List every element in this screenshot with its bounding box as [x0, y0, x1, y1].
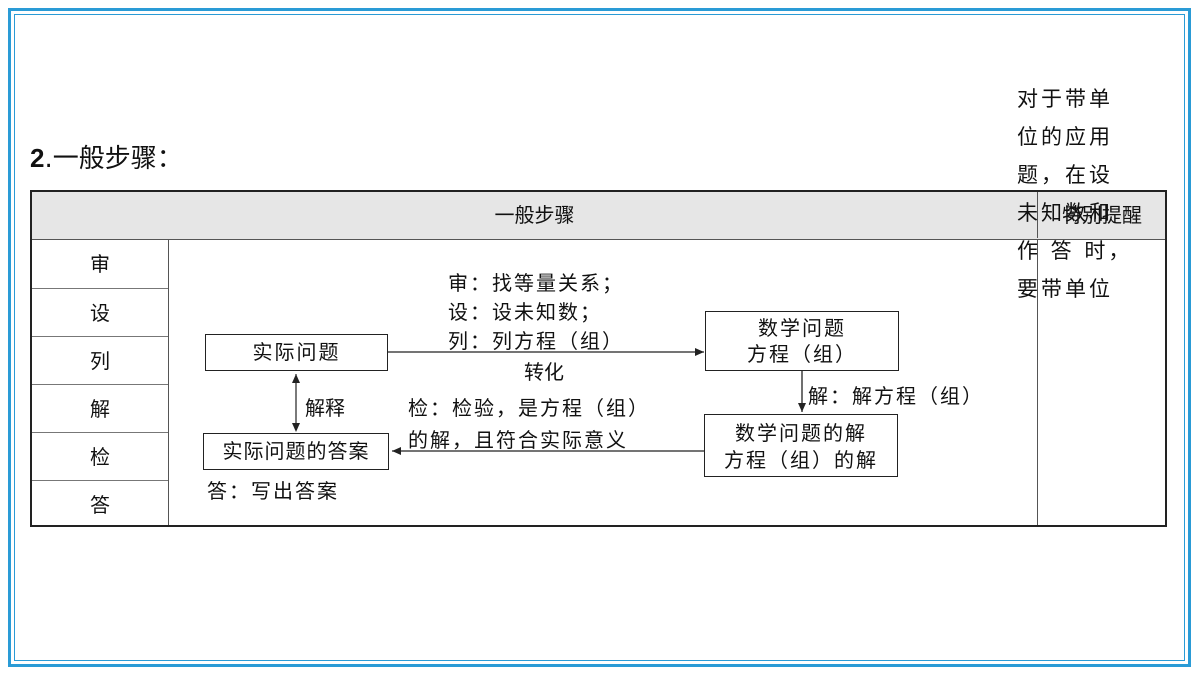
- box-math-solution-line: 数学问题的解: [735, 421, 867, 445]
- section-title: 2.一般步骤：: [30, 138, 183, 175]
- special-tips-text: 对于带单 位的应用 题，在设 未知数和 作 答 时， 要带单位: [1017, 80, 1133, 308]
- transform-step-shen: 审：找等量关系；: [448, 271, 624, 295]
- steps-table: 一般步骤 特别提醒 审 设 列 解 检 答: [30, 190, 1167, 527]
- tips-line: 对于带单: [1017, 87, 1113, 111]
- steps-column-divider: [168, 240, 169, 525]
- box-real-problem-label: 实际问题: [252, 340, 341, 364]
- box-real-answer: 实际问题的答案: [203, 433, 389, 470]
- outer-frame: [8, 8, 1191, 667]
- transform-step-lie: 列：列方程（组）: [448, 329, 624, 353]
- transform-label: 转化: [524, 360, 564, 384]
- tips-line: 作 答 时，: [1017, 239, 1133, 263]
- step-cell-jian: 检: [32, 432, 168, 480]
- tips-line: 未知数和: [1017, 201, 1113, 225]
- box-math-solution: 数学问题的解 方程（组）的解: [704, 414, 898, 477]
- box-math-problem-line: 数学问题: [758, 316, 846, 340]
- tips-line: 题，在设: [1017, 163, 1113, 187]
- step-cell-lie: 列: [32, 336, 168, 384]
- step-cell-she: 设: [32, 288, 168, 336]
- check-line: 检：检验，是方程（组）: [408, 396, 650, 420]
- answer-label: 答：写出答案: [207, 479, 339, 503]
- solve-label: 解：解方程（组）: [808, 384, 984, 408]
- header-special-tips: 特别提醒: [1037, 192, 1166, 238]
- check-line: 的解，且符合实际意义: [408, 428, 628, 452]
- step-cell-shen: 审: [90, 252, 110, 276]
- box-math-problem: 数学问题 方程（组）: [705, 311, 899, 371]
- box-math-solution-line: 方程（组）的解: [724, 448, 878, 472]
- inner-frame: [14, 14, 1185, 661]
- box-real-answer-label: 实际问题的答案: [222, 439, 370, 463]
- header-general-steps: 一般步骤: [494, 203, 575, 227]
- section-number: 2: [30, 143, 45, 173]
- box-real-problem: 实际问题: [205, 334, 388, 371]
- box-math-problem-line: 方程（组）: [747, 342, 857, 366]
- tips-line: 要带单位: [1017, 277, 1113, 301]
- tips-line: 位的应用: [1017, 125, 1113, 149]
- transform-step-she: 设：设未知数；: [448, 300, 602, 324]
- section-heading: .一般步骤：: [44, 144, 183, 174]
- step-cell-da: 答: [32, 480, 168, 528]
- tips-column-divider: [1037, 240, 1038, 525]
- explain-label: 解释: [305, 396, 345, 420]
- table-header-row: 一般步骤 特别提醒: [32, 192, 1165, 240]
- step-cell-jie: 解: [32, 384, 168, 432]
